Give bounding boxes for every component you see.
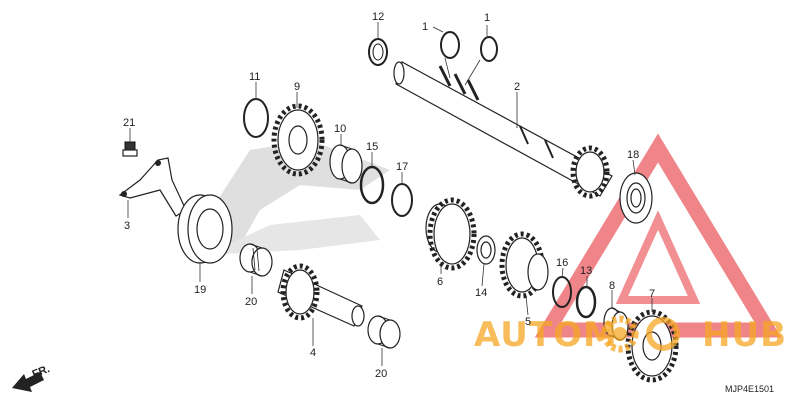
callout-4: 4 — [310, 347, 316, 359]
callout-10: 10 — [334, 123, 346, 135]
washer-part-14 — [476, 235, 496, 265]
circlip-part-a — [440, 31, 460, 59]
mainshaft-part — [393, 61, 613, 199]
washer-part-13 — [575, 285, 597, 319]
watermark-text: AUTOM HUB — [474, 315, 787, 355]
callout-15: 15 — [366, 141, 378, 153]
callout-2: 2 — [514, 81, 520, 93]
watermark-suffix: HUB — [702, 315, 787, 355]
circlip-part-17 — [391, 183, 413, 217]
callout-1-left: 1 — [422, 21, 428, 33]
circlip-part-b — [480, 36, 498, 62]
gear-part-6 — [425, 197, 477, 271]
watermark-o-icon — [646, 317, 680, 351]
bearing-part-19 — [177, 194, 233, 264]
front-direction-label: FR. — [31, 363, 52, 381]
callout-19: 19 — [194, 284, 206, 296]
callout-13: 13 — [580, 265, 592, 277]
callout-17: 17 — [396, 161, 408, 173]
callout-1-right: 1 — [484, 12, 490, 24]
callout-21: 21 — [123, 117, 135, 129]
diagram-code: MJP4E1501 — [725, 384, 774, 394]
bolt-part-21 — [122, 141, 138, 157]
gear-part-9 — [271, 103, 325, 177]
needle-bearing-part-20b — [367, 315, 401, 349]
callout-6: 6 — [437, 276, 443, 288]
leader-lines — [127, 22, 653, 366]
callout-18: 18 — [627, 149, 639, 161]
countershaft-part-4 — [277, 263, 365, 327]
bearing-part-18 — [619, 172, 653, 224]
callout-12: 12 — [372, 11, 384, 23]
callout-20-upper: 20 — [245, 296, 257, 308]
callout-7: 7 — [649, 288, 655, 300]
callout-8: 8 — [609, 280, 615, 292]
callout-11: 11 — [249, 71, 260, 83]
watermark-gear-icon — [601, 315, 639, 353]
ring-part-11 — [243, 98, 269, 138]
callout-3: 3 — [124, 220, 130, 232]
callout-16: 16 — [556, 257, 568, 269]
watermark-prefix: AUTOM — [474, 315, 618, 355]
callout-labels: 12 1 1 2 11 9 10 15 17 18 21 3 19 20 6 1… — [123, 11, 655, 380]
callout-5: 5 — [525, 316, 531, 328]
callout-20-lower: 20 — [375, 368, 387, 380]
callout-14: 14 — [475, 287, 487, 299]
washer-part-12 — [368, 38, 388, 66]
callout-9: 9 — [294, 81, 300, 93]
bushing-part-10 — [329, 144, 363, 184]
washer-part-15 — [359, 165, 385, 205]
front-direction-arrow-icon: FR. — [12, 363, 52, 392]
gear-part-5 — [499, 231, 549, 299]
needle-bearing-part-20a — [239, 243, 273, 277]
stopper-plate-part-3 — [118, 157, 187, 217]
